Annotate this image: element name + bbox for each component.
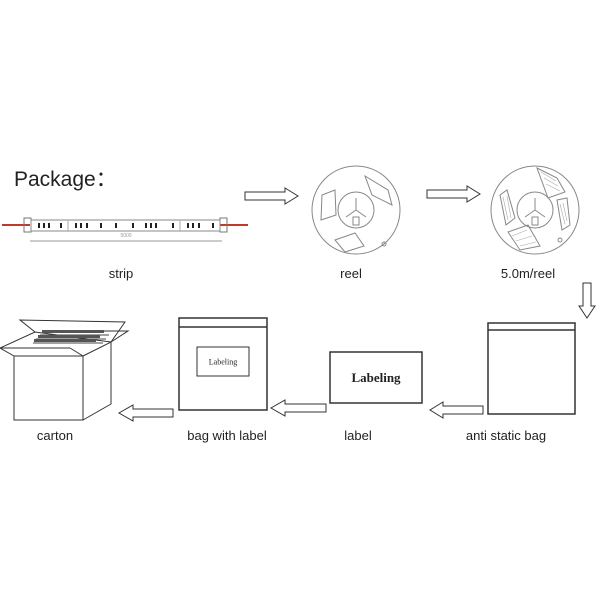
bag-with-label-drawing bbox=[178, 317, 268, 411]
label-card-text: Labeling bbox=[351, 370, 401, 385]
led-strip-drawing bbox=[2, 217, 248, 242]
carton-drawing bbox=[0, 319, 130, 421]
empty-reel-drawing bbox=[311, 165, 401, 255]
caption-label: label bbox=[344, 428, 372, 443]
bag-label-text: Labeling bbox=[208, 357, 238, 367]
caption-bag-with-label: bag with label bbox=[187, 428, 267, 443]
arrow-right-icon bbox=[244, 187, 299, 205]
page-title: Package： bbox=[14, 168, 117, 191]
strip-dimension: 5000 bbox=[120, 233, 132, 239]
caption-carton: carton bbox=[36, 428, 74, 443]
label-card bbox=[329, 351, 423, 404]
arrow-left-icon bbox=[269, 399, 327, 417]
anti-static-bag-drawing bbox=[487, 322, 576, 415]
caption-reel-filled: 5.0m/reel bbox=[500, 266, 556, 281]
arrow-left-icon bbox=[429, 401, 484, 419]
filled-reel-drawing bbox=[490, 165, 580, 255]
caption-strip: strip bbox=[108, 266, 134, 281]
arrow-right-icon bbox=[426, 185, 481, 203]
caption-anti-static-bag: anti static bag bbox=[465, 428, 547, 443]
arrow-left-icon bbox=[117, 404, 174, 422]
arrow-down-icon bbox=[578, 282, 596, 319]
caption-reel: reel bbox=[340, 266, 362, 281]
